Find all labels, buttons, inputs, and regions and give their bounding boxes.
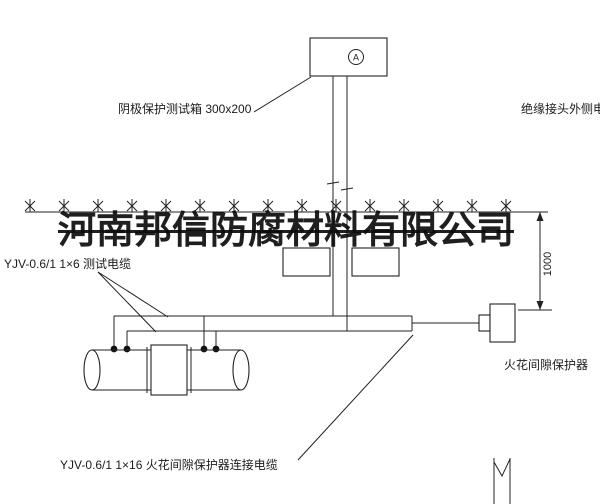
weld-connection-dot bbox=[200, 345, 208, 353]
dimension-text: 1000 bbox=[542, 252, 554, 276]
ground-line bbox=[24, 198, 548, 213]
company-watermark: 河南邦信防腐材料有限公司 bbox=[58, 210, 515, 252]
weld-connection-dot bbox=[110, 345, 118, 353]
riser-post bbox=[326, 76, 354, 276]
label-test-box: 阴极保护测试箱 300x200 bbox=[118, 102, 252, 116]
test-box: A bbox=[309, 37, 388, 77]
weld-connection-dot bbox=[212, 345, 220, 353]
meter-symbol: A bbox=[353, 53, 359, 63]
label-test-cable: YJV-0.6/1 1×6 测试电缆 bbox=[4, 257, 132, 271]
pipeline bbox=[83, 344, 250, 396]
dimension-1000: 1000 bbox=[518, 212, 554, 311]
cable-lines bbox=[110, 276, 479, 353]
foundation-blocks bbox=[282, 247, 400, 277]
pipe-break-symbol bbox=[493, 458, 511, 504]
label-outside-cable: 绝缘接头外侧电缆 bbox=[521, 102, 600, 116]
weld-connection-dot bbox=[123, 345, 131, 353]
leader-lines bbox=[97, 76, 414, 461]
insulating-joint bbox=[146, 344, 192, 396]
label-protector: 火花间隙保护器 bbox=[504, 358, 589, 372]
spark-gap-protector bbox=[478, 303, 516, 343]
label-connection-cable: YJV-0.6/1 1×16 火花间隙保护器连接电缆 bbox=[60, 458, 278, 472]
break-symbol bbox=[326, 181, 354, 191]
